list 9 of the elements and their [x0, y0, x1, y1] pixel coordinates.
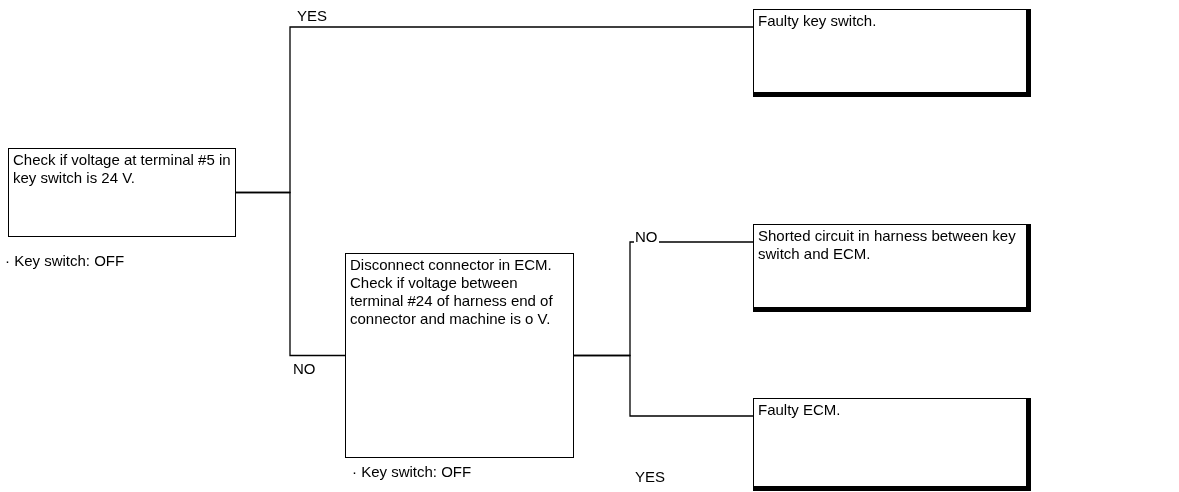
process-box: Shorted circuit in harness between key switch and ECM. [753, 224, 1031, 312]
connector-line [235, 191, 346, 357]
process-box: Check if voltage at terminal #5 in key switch is 24 V. [8, 148, 236, 237]
condition-note: · Key switch: OFF [352, 463, 472, 480]
process-box: Faulty key switch. [753, 9, 1031, 97]
process-box: Faulty ECM. [753, 398, 1031, 491]
process-box: Disconnect connector in ECM. Check if voltage between terminal #24 of harness end of connector and machine is o V. [345, 253, 574, 458]
condition-note: · Key switch: OFF [5, 252, 125, 269]
connector-line [573, 354, 754, 417]
